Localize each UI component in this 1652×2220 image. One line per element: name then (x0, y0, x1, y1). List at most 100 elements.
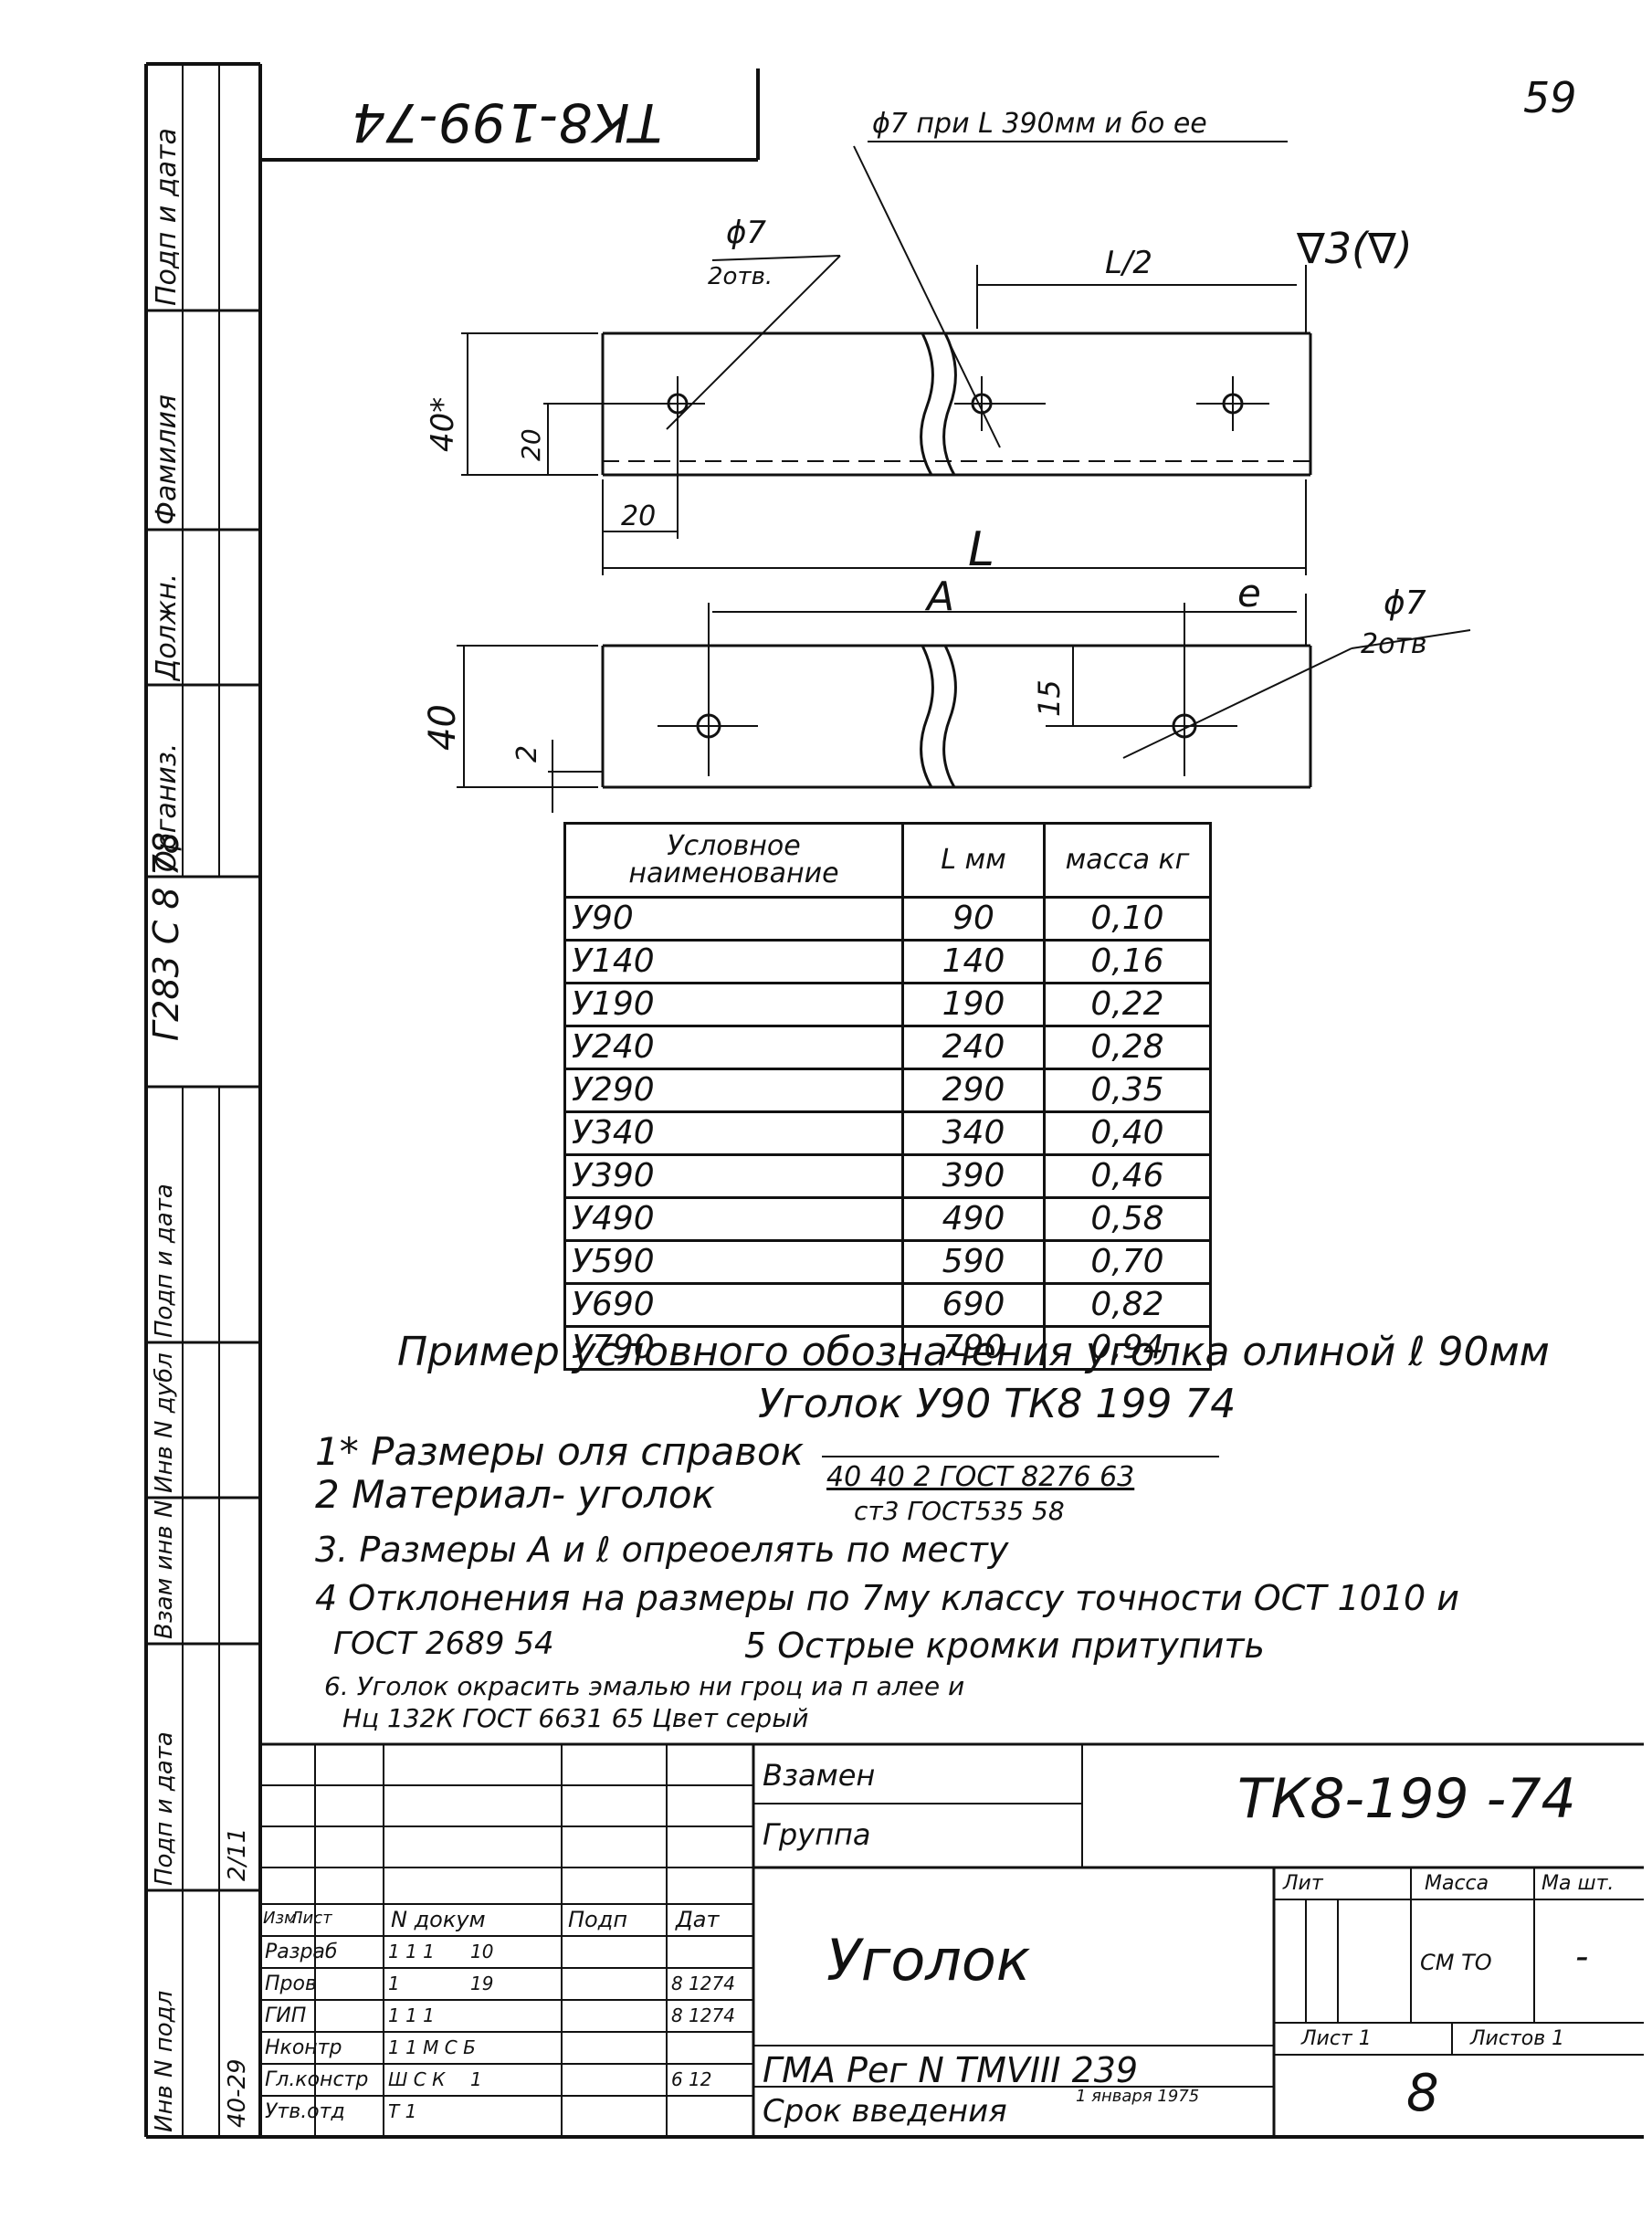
role-cell: 8 1274 (671, 2004, 735, 2026)
note-4b: ГОСТ 2689 54 (333, 1626, 554, 1662)
scale-value: - (1575, 1936, 1589, 1978)
intro-value: 1 января 1975 (1076, 2087, 1200, 2106)
hole-label-bottom: ϕ7 (1384, 584, 1426, 622)
dim-a: A (927, 573, 955, 620)
table-cell-mass: 0,16 (1043, 939, 1212, 984)
strip-label-dup-inv: Инв N дубл (151, 1352, 178, 1493)
table-cell-name: У490 (563, 1196, 904, 1242)
sheet-number: 8 (1406, 2064, 1439, 2123)
table-cell-length: 790 (901, 1325, 1046, 1371)
role-label: Нконтр (265, 2036, 342, 2059)
table-cell-length: 390 (901, 1153, 1046, 1199)
replaces-label: Взамен (763, 1758, 876, 1793)
table-cell-mass: 0,22 (1043, 982, 1212, 1027)
table-cell-name: У140 (563, 939, 904, 984)
table-cell-length: 190 (901, 982, 1046, 1027)
table-cell-mass: 0,46 (1043, 1153, 1212, 1199)
hole-label-bottom-b: 2отв (1361, 628, 1427, 660)
hole-label-top-1: ϕ7 (726, 215, 767, 251)
dim-height-bottom: 40 (422, 704, 464, 751)
note-4: 4 Отклонения на размеры по 7му классу то… (315, 1578, 1459, 1618)
page-number: 59 (1523, 73, 1577, 122)
strip-label-sign-date-2: Подп и дата (151, 1184, 178, 1338)
role-cell: 1 (470, 2068, 482, 2090)
role-cell: 19 (470, 1973, 494, 1994)
note-2-prefix: 2 Материал- уголок (315, 1472, 715, 1517)
strip-label-replace-inv: Взам инв N (151, 1499, 178, 1639)
intro-line: Срок введения (763, 2093, 1007, 2130)
strip-label-orig-inv: Инв N подл (151, 1990, 178, 2132)
col-header-sheet: Лист (290, 1909, 332, 1928)
gma-line: ГМА Рег N ТМVIII 239 (763, 2050, 1139, 2090)
table-cell-mass: 0,10 (1043, 896, 1212, 942)
role-cell: 1 1 1 (388, 2004, 435, 2026)
col-header-sign: Подп (568, 1907, 628, 1932)
strip-inv-number: 40-29 (224, 2058, 251, 2128)
doc-code: ТК8-199 -74 (1237, 1767, 1576, 1831)
role-cell: 8 1274 (671, 1973, 735, 1994)
example-line-2: Уголок У90 ТК8 199 74 (758, 1381, 1236, 1427)
col-header-docnum: N докум (391, 1907, 486, 1932)
table-cell-name: У290 (563, 1068, 904, 1113)
hole-label-top-2: ϕ7 при L 390мм и бо ее (872, 108, 1207, 140)
table-cell-name: У390 (563, 1153, 904, 1199)
note-6: 6. Уголок окрасить эмалью ни гроц иа п а… (324, 1671, 965, 1701)
table-header-name: Условное наименование (563, 822, 904, 899)
strip-label-sign-date-3: Подп и дата (151, 1731, 178, 1886)
role-label: Утв.отд (265, 2100, 345, 2123)
role-cell: 1 1 М С Б (388, 2036, 476, 2058)
dim-20-vertical: 20 (516, 428, 546, 461)
note-1: 1* Размеры оля справок (315, 1429, 805, 1474)
table-cell-mass: 0,70 (1043, 1239, 1212, 1285)
table-cell-length: 140 (901, 939, 1046, 984)
doc-code-mirrored: ТК8-199-74 (352, 91, 662, 153)
note-2-denominator: ст3 ГОСТ535 58 (854, 1496, 1065, 1526)
col-header-change: Изм (263, 1909, 297, 1928)
dim-length-l: L (968, 522, 994, 577)
role-cell: 10 (470, 1941, 494, 1962)
table-cell-mass: 0,94 (1043, 1325, 1212, 1371)
table-cell-name: У190 (563, 982, 904, 1027)
archive-number: Г283 С 8 78 (146, 831, 186, 1041)
group-label: Группа (763, 1817, 871, 1852)
strip-label-surname: Фамилия (151, 394, 183, 525)
role-label: Разраб (265, 1941, 338, 1963)
role-cell: 6 12 (671, 2068, 712, 2090)
table-cell-mass: 0,35 (1043, 1068, 1212, 1113)
role-label: Гл.констр (265, 2068, 369, 2091)
strip-label-sign-date: Подп и дата (151, 128, 183, 306)
mass-value: СМ ТО (1420, 1950, 1492, 1975)
dim-e: e (1237, 571, 1261, 615)
note-3: 3. Размеры А и ℓ опреоелять по месту (315, 1530, 1009, 1570)
lit-label: Лит (1283, 1872, 1323, 1895)
dim-height-top: 40* (425, 396, 461, 452)
role-label: ГИП (265, 2004, 307, 2027)
strip-label-position: Должн. (151, 573, 183, 680)
sheets-label: Листов 1 (1470, 2027, 1565, 2050)
table-cell-length: 490 (901, 1196, 1046, 1242)
table-cell-length: 590 (901, 1239, 1046, 1285)
table-cell-length: 290 (901, 1068, 1046, 1113)
role-cell: 1 (388, 1973, 400, 1994)
role-cell: Ш С К (388, 2068, 446, 2090)
table-cell-name: У690 (563, 1282, 904, 1328)
table-cell-length: 240 (901, 1025, 1046, 1070)
table-cell-name: У240 (563, 1025, 904, 1070)
hole-label-top-1b: 2отв. (708, 263, 773, 290)
table-cell-length: 90 (901, 896, 1046, 942)
role-cell: 1 1 1 (388, 1941, 435, 1962)
dim-half-l: L/2 (1105, 245, 1153, 281)
table-cell-name: У340 (563, 1110, 904, 1156)
dim-15: 15 (1032, 679, 1067, 717)
